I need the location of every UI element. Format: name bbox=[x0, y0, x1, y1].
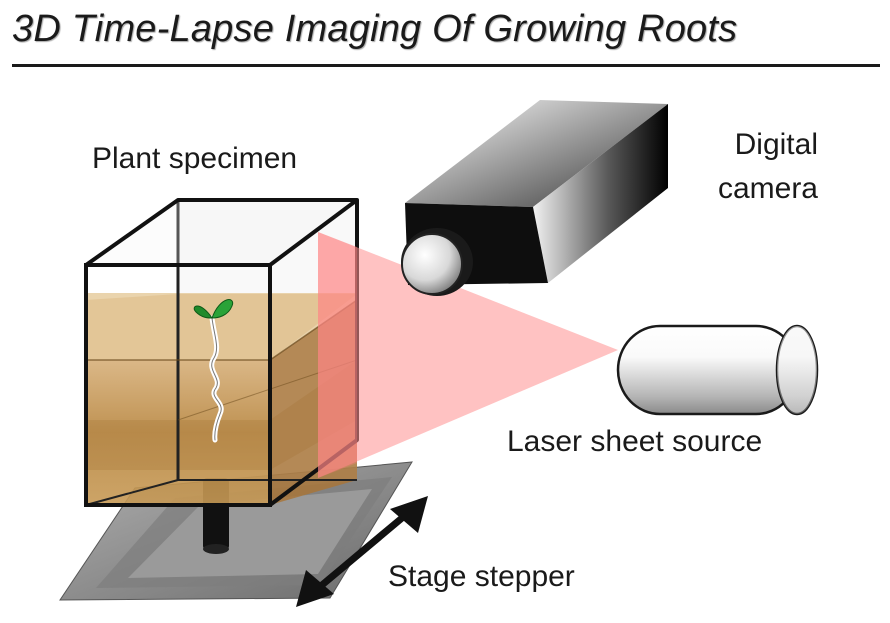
label-stage-stepper: Stage stepper bbox=[388, 560, 575, 593]
diagram-title: 3D Time-Lapse Imaging Of Growing Roots bbox=[12, 8, 738, 50]
label-digital-camera-line1: Digital bbox=[734, 128, 818, 161]
label-laser-sheet-source: Laser sheet source bbox=[507, 425, 763, 458]
laser-sheet-slice bbox=[318, 232, 357, 478]
stage-post-base bbox=[203, 544, 229, 554]
title-underline bbox=[12, 64, 880, 67]
plant-seedling bbox=[193, 299, 234, 443]
specimen-box bbox=[84, 198, 359, 507]
stepper-arrow bbox=[296, 496, 428, 607]
label-digital-camera-line2: camera bbox=[717, 172, 818, 205]
laser-sheet bbox=[318, 232, 618, 478]
digital-camera bbox=[401, 100, 668, 296]
laser-source bbox=[616, 324, 819, 416]
label-plant-specimen: Plant specimen bbox=[92, 142, 298, 175]
